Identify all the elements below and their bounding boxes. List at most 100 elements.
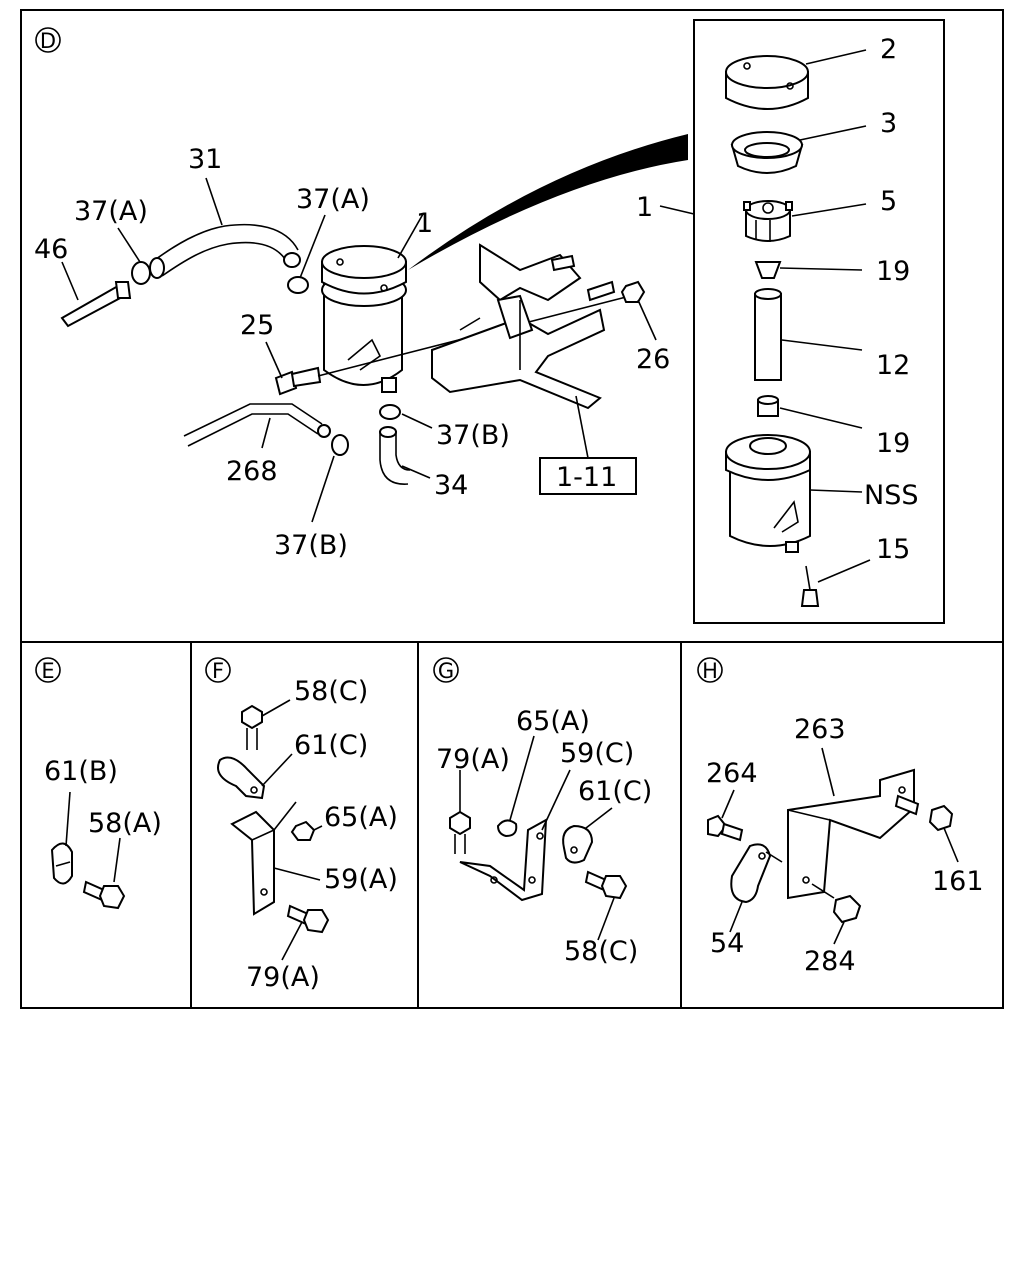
label-f-65a: 65(A): [324, 802, 398, 833]
section-h-parts: [707, 747, 959, 945]
label-g-65a: 65(A): [516, 706, 590, 737]
label-3: 3: [880, 108, 897, 139]
label-h-284: 284: [804, 946, 856, 977]
clamp-37a-left-drawing: [131, 261, 151, 285]
label-g-59c: 59(C): [560, 738, 634, 769]
grommet-19-upper-drawing: [754, 261, 782, 279]
nut-284-drawing: [832, 894, 862, 924]
nut-26-drawing: [620, 280, 646, 303]
bracket-263-drawing: [787, 768, 915, 900]
label-h-263: 263: [794, 714, 846, 745]
section-e-labels: 61(B) 58(A): [44, 756, 162, 839]
reservoir-body-nss-drawing: [725, 434, 811, 553]
nut-161-drawing: [928, 804, 954, 832]
label-h-54: 54: [710, 928, 744, 959]
label-34: 34: [434, 470, 468, 501]
section-g-labels: 65(A) 79(A) 59(C) 61(C) 58(C): [436, 706, 652, 967]
section-g-parts: [449, 735, 628, 941]
bolt-79a-g-drawing: [449, 810, 471, 854]
label-h-161: 161: [932, 866, 984, 897]
label-31: 31: [188, 144, 222, 175]
section-f-parts: [217, 699, 330, 961]
label-37b-upper: 37(B): [436, 420, 510, 451]
label-2: 2: [880, 34, 897, 65]
exploded-view-labels: 1 2 3 5 19 12 19 NSS 15: [636, 34, 918, 565]
grommet-19-lower-drawing: [757, 395, 779, 417]
svg-text:E: E: [41, 659, 54, 683]
bolt-58c-f-drawing: [241, 704, 263, 750]
bolt-58c-g-drawing: [584, 870, 628, 900]
label-f-79a: 79(A): [246, 962, 320, 993]
label-g-61c: 61(C): [578, 776, 652, 807]
section-marker-g: G: [433, 657, 459, 683]
label-25: 25: [240, 310, 274, 341]
label-268: 268: [226, 456, 278, 487]
label-19-upper: 19: [876, 256, 910, 287]
bolt-264-drawing: [707, 814, 744, 842]
section-h-labels: 263 264 161 54 284: [706, 714, 984, 977]
exploded-view-leaders: [659, 49, 871, 583]
label-e-61b: 61(B): [44, 756, 118, 787]
section-marker-f: F: [205, 657, 231, 683]
clamp-37a-right-drawing: [287, 276, 309, 294]
label-x-1: 1: [636, 192, 653, 223]
clamp-37b-lower-drawing: [331, 434, 349, 456]
hose-31-drawing: [151, 223, 299, 263]
label-f-58c: 58(C): [294, 676, 368, 707]
cap-2-drawing: [725, 55, 809, 110]
label-37a-left: 37(A): [74, 196, 148, 227]
exploded-view-wedge: [408, 134, 688, 270]
clamp-61c-g-drawing: [562, 824, 594, 864]
diagram-frames: [20, 9, 1004, 1009]
label-26: 26: [636, 344, 670, 375]
svg-text:F: F: [212, 659, 224, 683]
label-nss: NSS: [864, 480, 918, 511]
section-d-parts: [60, 134, 688, 495]
nut-65a-f-drawing: [290, 820, 316, 841]
section-marker-e: E: [35, 657, 61, 683]
bolt-79a-f-drawing: [286, 904, 330, 934]
filter-5-drawing: [743, 200, 793, 242]
clamp-61c-f-drawing: [217, 756, 266, 800]
washer-65a-g-drawing: [496, 819, 518, 838]
label-g-79a: 79(A): [436, 744, 510, 775]
clamp-54-drawing: [730, 843, 783, 904]
label-37a-right: 37(A): [296, 184, 370, 215]
section-d-leaders: [61, 177, 657, 523]
section-marker-h: H: [697, 657, 723, 683]
section-marker-d: D: [35, 27, 61, 53]
label-f-59a: 59(A): [324, 864, 398, 895]
bracket-59a-drawing: [230, 801, 297, 916]
seal-3-drawing: [730, 131, 804, 174]
pipe-268-drawing: [183, 403, 323, 437]
clamp-37b-upper-drawing: [379, 404, 401, 420]
tube-12-drawing: [754, 288, 782, 381]
label-15: 15: [876, 534, 910, 565]
label-5: 5: [880, 186, 897, 217]
reservoir-tank-drawing: [321, 245, 407, 393]
label-e-58a: 58(A): [88, 808, 162, 839]
label-37b-lower: 37(B): [274, 530, 348, 561]
label-g-58c: 58(C): [564, 936, 638, 967]
hose-34-drawing: [379, 432, 409, 485]
label-19-lower: 19: [876, 428, 910, 459]
label-12: 12: [876, 350, 910, 381]
bolt-58a-drawing: [82, 880, 126, 910]
svg-text:G: G: [438, 659, 454, 683]
label-1: 1: [416, 208, 433, 239]
section-e-parts: [50, 791, 126, 910]
pipe-46-drawing: [60, 281, 132, 328]
stud-bolt-drawing: [894, 794, 920, 816]
label-46: 46: [34, 234, 68, 265]
svg-text:H: H: [702, 659, 718, 683]
section-f-labels: 58(C) 61(C) 65(A) 59(A) 79(A): [246, 676, 398, 993]
label-h-264: 264: [706, 758, 758, 789]
part-15-drawing: [800, 589, 820, 607]
section-d-labels: 31 37(A) 37(A) 46 1 25 26 37(B) 268 34 3…: [34, 144, 670, 561]
bracket-drawing: [431, 243, 616, 410]
label-f-61c: 61(C): [294, 730, 368, 761]
label-ref-1-11: 1-11: [556, 462, 617, 493]
exploded-view-parts: [725, 55, 820, 607]
svg-text:D: D: [40, 29, 56, 53]
